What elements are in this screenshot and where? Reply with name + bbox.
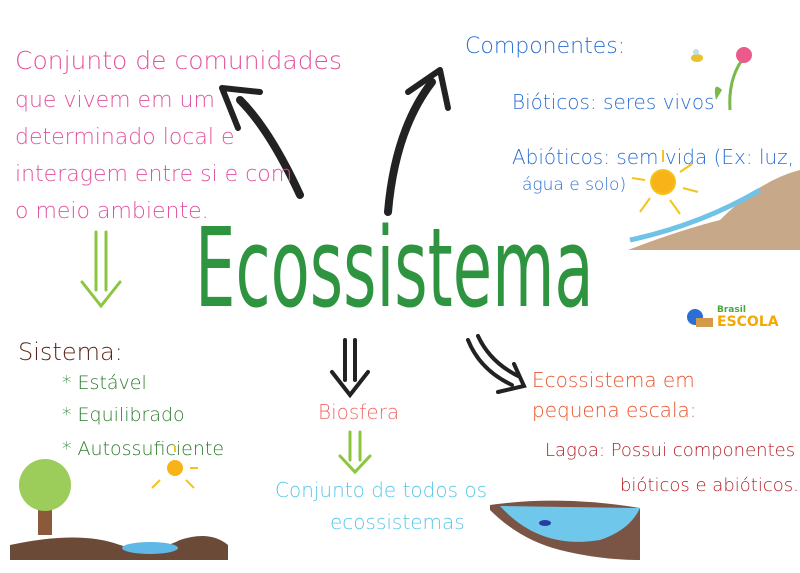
logo-escola: ESCOLA [717,314,779,330]
arrow-to-sistema [80,230,122,309]
arrow-to-biosfera [330,338,370,399]
lagoa-text: Lagoa: Possui componentes [545,440,796,461]
logo-brasil: Brasil [717,305,746,315]
componentes-abioticos: Abióticos: sem vida (Ex: luz, [512,145,795,169]
pequena-escala-title: Ecossistema em [532,368,695,392]
definition-line: o meio ambiente. [15,199,209,224]
biosfera-definition: ecossistemas [330,510,465,534]
componentes-bioticos: Bióticos: seres vivos [512,90,715,114]
arrow-to-pequena-escala [466,334,527,394]
bee-icon [691,49,703,62]
pond-small [122,542,178,554]
pequena-escala-title: pequena escala: [532,398,697,422]
tree-icon [19,459,71,535]
definition-line: determinado local e [15,125,235,150]
biosfera-definition: Conjunto de todos os [275,478,488,502]
arrow-to-definition [219,85,304,199]
sun-small-icon [151,446,198,489]
central-title: Ecossistema [195,203,594,333]
biosfera-title: Biosfera [318,400,400,424]
componentes-abioticos-cont: água e solo) [522,175,627,195]
globe-books-icon [687,308,713,327]
definition-line: que vivem em um [15,88,215,113]
arrow-to-componentes [384,67,451,216]
water [629,187,762,243]
flower-icon [714,47,752,111]
sistema-item: * Estável [62,372,147,394]
arrow-to-biosfera-definition [338,430,372,475]
sistema-title: Sistema: [18,338,123,366]
definition-line: interagem entre si e com [15,162,293,187]
sun-icon [631,150,699,215]
definition-line: Conjunto de comunidades [15,46,342,75]
brasil-escola-logo: Brasil ESCOLA [686,306,779,329]
ground [10,536,228,560]
sistema-item: * Autossuficiente [62,438,225,460]
fish-icon [539,520,551,526]
lagoa-text: bióticos e abióticos. [620,475,799,496]
sistema-item: * Equilibrado [62,404,185,426]
componentes-title: Componentes: [465,34,626,59]
pond [500,506,640,542]
